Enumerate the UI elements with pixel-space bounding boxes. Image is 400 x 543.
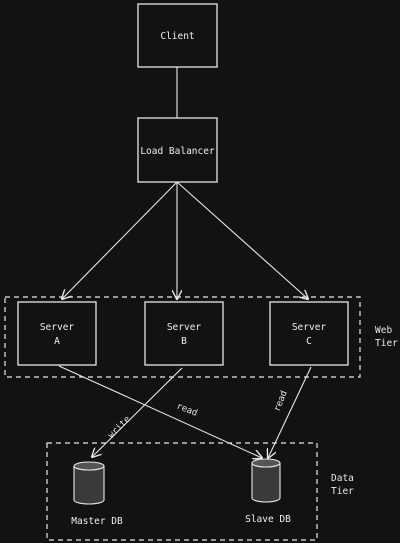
server-a-label: Server [40,322,75,333]
slave-db-node: Slave DB [245,458,291,525]
database-icon [73,461,105,505]
data-tier-boundary [46,442,318,541]
master-db-label: Master DB [71,516,123,527]
edge-server-a-slave-db [58,365,262,458]
server-a-letter: A [54,336,60,347]
server-b-letter: B [181,336,187,347]
edge-server-c-slave-db [268,366,312,458]
client-node: Client [137,3,218,68]
data-tier-label: Data Tier [331,473,354,497]
load-balancer-label: Load Balancer [140,146,215,157]
web-tier-boundary [4,296,361,378]
edge-label-read-c: read [272,389,289,413]
load-balancer-node: Load Balancer [137,117,218,183]
edge-server-b-master-db [92,367,183,457]
edge-label-read-a: read [175,401,199,418]
edge-lb-server-c [176,181,308,299]
data-tier-label-line2: Tier [331,486,354,497]
data-tier-label-line1: Data [331,473,354,484]
server-c-letter: C [306,336,312,347]
master-db-node: Master DB [71,461,123,527]
server-b-node: Server B [144,301,224,366]
database-icon [251,458,281,503]
web-tier-label-line2: Tier [375,338,398,349]
server-c-node: Server C [269,301,349,366]
web-tier-label: Web Tier [375,325,398,349]
edge-lb-server-a [62,181,178,299]
client-label: Client [160,31,194,42]
web-tier-label-line1: Web [375,325,392,336]
server-c-label: Server [292,322,327,333]
edge-label-write: write [106,414,132,440]
server-a-node: Server A [17,301,97,366]
server-b-label: Server [167,322,202,333]
slave-db-label: Slave DB [245,514,291,525]
